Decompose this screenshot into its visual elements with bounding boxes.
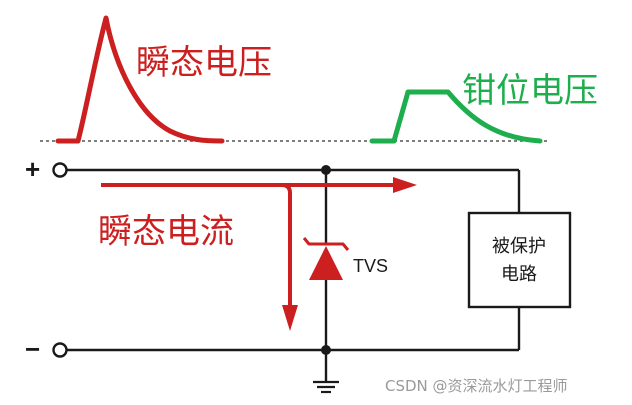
protected-circuit-label-line2: 电路 — [501, 264, 537, 285]
transient-voltage-waveform — [55, 15, 225, 144]
transient-voltage-label: 瞬态电压 — [136, 43, 272, 83]
bottom-junction-dot — [321, 345, 331, 355]
top-junction-dot — [321, 165, 331, 175]
minus-terminal-label: − — [25, 334, 40, 364]
protected-circuit-box — [467, 211, 572, 309]
ground-icon — [313, 380, 339, 394]
watermark-text: CSDN @资深流水灯工程师 — [385, 377, 568, 395]
current-arrowhead-right-icon — [393, 177, 417, 193]
tvs-diode-icon — [302, 237, 350, 280]
current-arrowhead-down-icon — [282, 305, 298, 331]
tvs-label: TVS — [353, 256, 388, 276]
plus-terminal-label: + — [25, 154, 40, 184]
transient-current-label: 瞬态电流 — [98, 212, 234, 252]
clamp-voltage-waveform — [369, 89, 543, 144]
minus-terminal-icon — [52, 342, 68, 358]
plus-terminal-icon — [52, 162, 68, 178]
protected-circuit-label-line1: 被保护 — [492, 236, 546, 257]
clamp-voltage-label: 钳位电压 — [462, 71, 598, 111]
transient-current-path — [101, 177, 417, 331]
